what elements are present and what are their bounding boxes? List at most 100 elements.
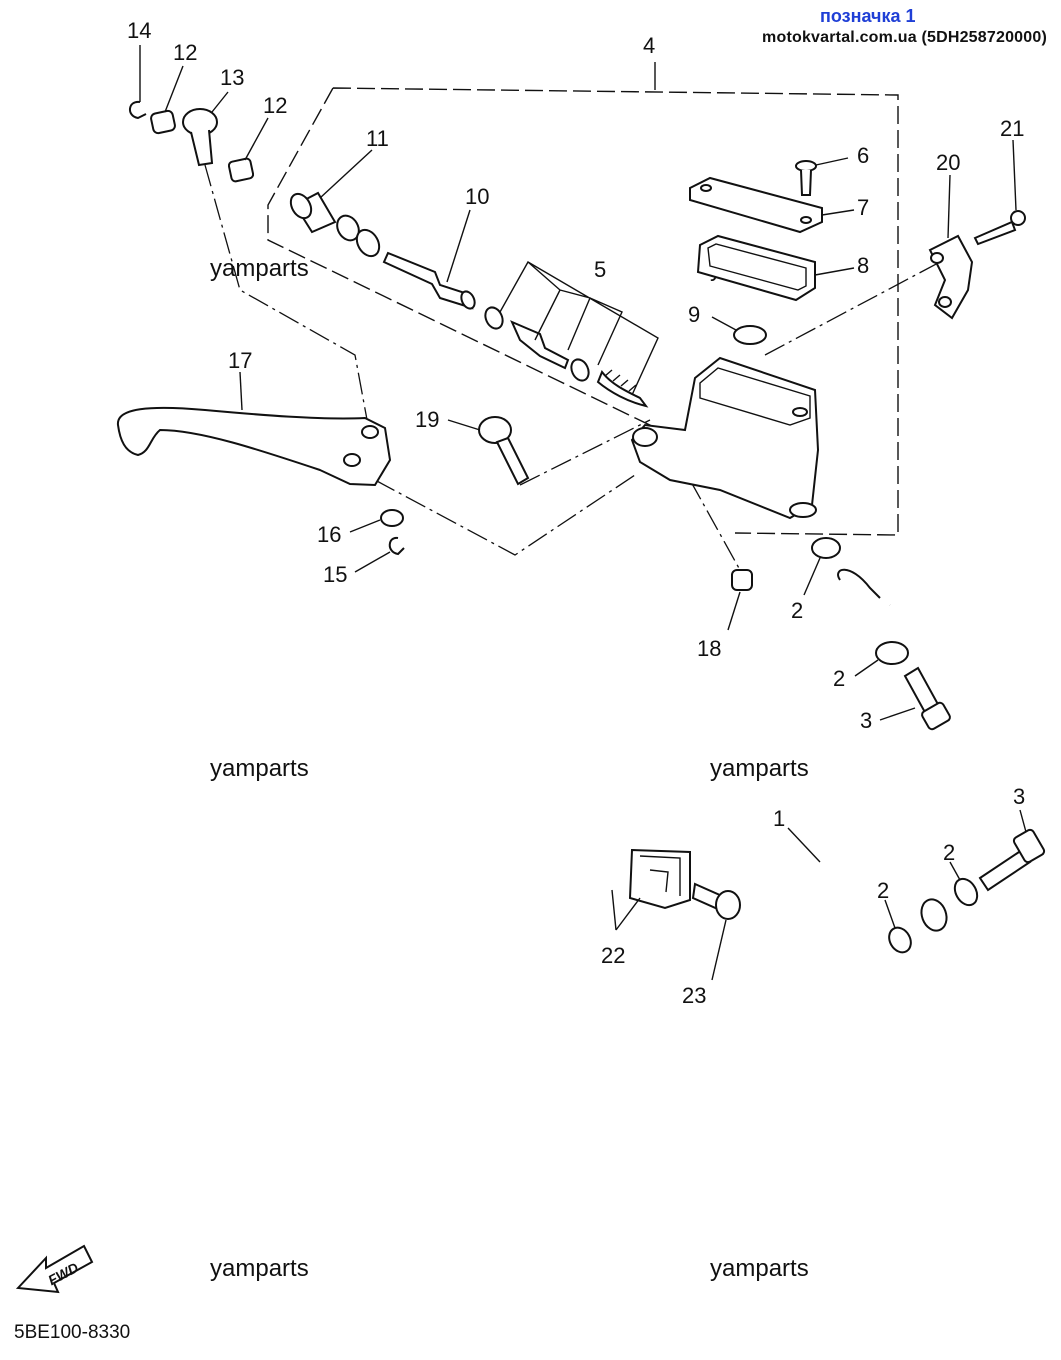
part-5-bracket: [499, 261, 659, 396]
fwd-arrow-icon: FWD: [15, 1244, 94, 1294]
part-14-clip[interactable]: [129, 100, 147, 120]
part-number[interactable]: 2: [833, 666, 845, 691]
leader-21: [1012, 139, 1017, 211]
part-number[interactable]: 9: [688, 302, 700, 327]
leader-19: [447, 419, 481, 431]
leader-15: [354, 551, 391, 573]
part-number[interactable]: 22: [601, 943, 625, 968]
part-1-brake-hose[interactable]: [757, 568, 1014, 1032]
leader-10: [446, 209, 471, 283]
lever-hole: [343, 453, 361, 467]
part-number[interactable]: 3: [1013, 784, 1025, 809]
part-8-diaphragm[interactable]: [696, 234, 816, 302]
part-19-bolt[interactable]: [478, 416, 530, 486]
part-22-hose-guide[interactable]: [628, 848, 691, 910]
leader-2b: [854, 659, 879, 677]
watermark: yamparts: [710, 755, 809, 782]
watermark: yamparts: [210, 255, 309, 282]
part-17-lever[interactable]: [116, 406, 392, 487]
part-2-washer-c[interactable]: [950, 875, 981, 909]
part-20-clamp[interactable]: [928, 234, 974, 320]
part-21-bolt[interactable]: [973, 210, 1026, 246]
leader-3b: [1019, 809, 1027, 833]
part-number[interactable]: 16: [317, 522, 341, 547]
leader-2a: [803, 557, 821, 596]
part-2-washer-d[interactable]: [885, 924, 915, 957]
leader-23: [711, 919, 727, 981]
part-number[interactable]: 20: [936, 150, 960, 175]
part-18-nut[interactable]: [731, 569, 753, 591]
part-number[interactable]: 4: [643, 33, 655, 58]
part-number[interactable]: 2: [791, 598, 803, 623]
part-10-push-rod[interactable]: [382, 251, 477, 311]
part-16-washer[interactable]: [380, 509, 404, 527]
part-3-union-bolt-a[interactable]: [903, 666, 951, 731]
part-number[interactable]: 5: [594, 257, 606, 282]
part-number[interactable]: 2: [877, 878, 889, 903]
part-number[interactable]: 11: [366, 126, 389, 151]
diagram-code: 5BE100-8330: [14, 1322, 131, 1343]
part-number[interactable]: 15: [323, 562, 347, 587]
watermark: yamparts: [710, 1255, 809, 1282]
part-number[interactable]: 17: [228, 348, 252, 373]
part-2-washer-b[interactable]: [875, 641, 909, 665]
leader-6: [815, 157, 849, 166]
part-6-screw[interactable]: [795, 160, 817, 196]
mark-label: позначка 1: [820, 6, 916, 26]
leader-20: [947, 174, 951, 239]
part-5-piston-kit[interactable]: [482, 305, 649, 408]
part-number[interactable]: 12: [263, 93, 287, 118]
master-cylinder-body[interactable]: [630, 356, 820, 520]
part-11-dust-boot[interactable]: [287, 190, 384, 260]
chain-line: [374, 474, 636, 556]
leader-12b: [244, 117, 269, 161]
part-number[interactable]: 10: [465, 184, 489, 209]
watermark: yamparts: [210, 1255, 309, 1282]
leader-1: [787, 827, 821, 863]
part-number[interactable]: 8: [857, 253, 869, 278]
part-number[interactable]: 18: [697, 636, 721, 661]
leader-2d: [884, 899, 896, 929]
lever-pivot-hole: [361, 425, 379, 439]
part-12-nut-a[interactable]: [150, 109, 176, 135]
leader-17: [239, 371, 243, 411]
part-number[interactable]: 7: [857, 195, 869, 220]
part-number[interactable]: 14: [127, 18, 151, 43]
part-7-reservoir-cover[interactable]: [689, 176, 823, 234]
leader-22: [611, 889, 641, 931]
chain-line: [689, 479, 741, 571]
leader-13: [211, 91, 229, 113]
part-15-clip[interactable]: [388, 536, 405, 556]
part-number[interactable]: 19: [415, 407, 439, 432]
leader-12a: [164, 65, 184, 113]
part-13-pivot-bolt[interactable]: [182, 108, 218, 167]
part-number[interactable]: 1: [773, 806, 785, 831]
watermark: yamparts: [210, 755, 309, 782]
leader-9: [711, 316, 737, 331]
assembly-4-boundary: [267, 87, 899, 536]
site-label[interactable]: motokvartal.com.ua (5DH258720000): [762, 29, 1047, 46]
leader-11: [319, 149, 373, 199]
part-23-bolt[interactable]: [691, 882, 741, 920]
leader-2c: [949, 861, 961, 881]
chain-line: [204, 164, 369, 426]
leader-7: [821, 209, 855, 216]
part-number[interactable]: 3: [860, 708, 872, 733]
chain-line: [519, 419, 651, 486]
part-2-washer-a[interactable]: [811, 537, 841, 559]
part-number[interactable]: 2: [943, 840, 955, 865]
part-12-nut-b[interactable]: [227, 157, 255, 183]
part-number[interactable]: 12: [173, 40, 197, 65]
part-number[interactable]: 13: [220, 65, 244, 90]
part-number[interactable]: 21: [1000, 116, 1024, 141]
part-9-washer[interactable]: [733, 325, 767, 345]
leader-16: [349, 519, 381, 533]
leader-8: [814, 267, 855, 276]
leader-3a: [879, 707, 916, 721]
part-3-union-bolt-b[interactable]: [978, 828, 1046, 892]
leader-18: [727, 591, 741, 631]
chain-line: [764, 261, 941, 356]
part-number[interactable]: 23: [682, 983, 706, 1008]
part-number[interactable]: 6: [857, 143, 869, 168]
